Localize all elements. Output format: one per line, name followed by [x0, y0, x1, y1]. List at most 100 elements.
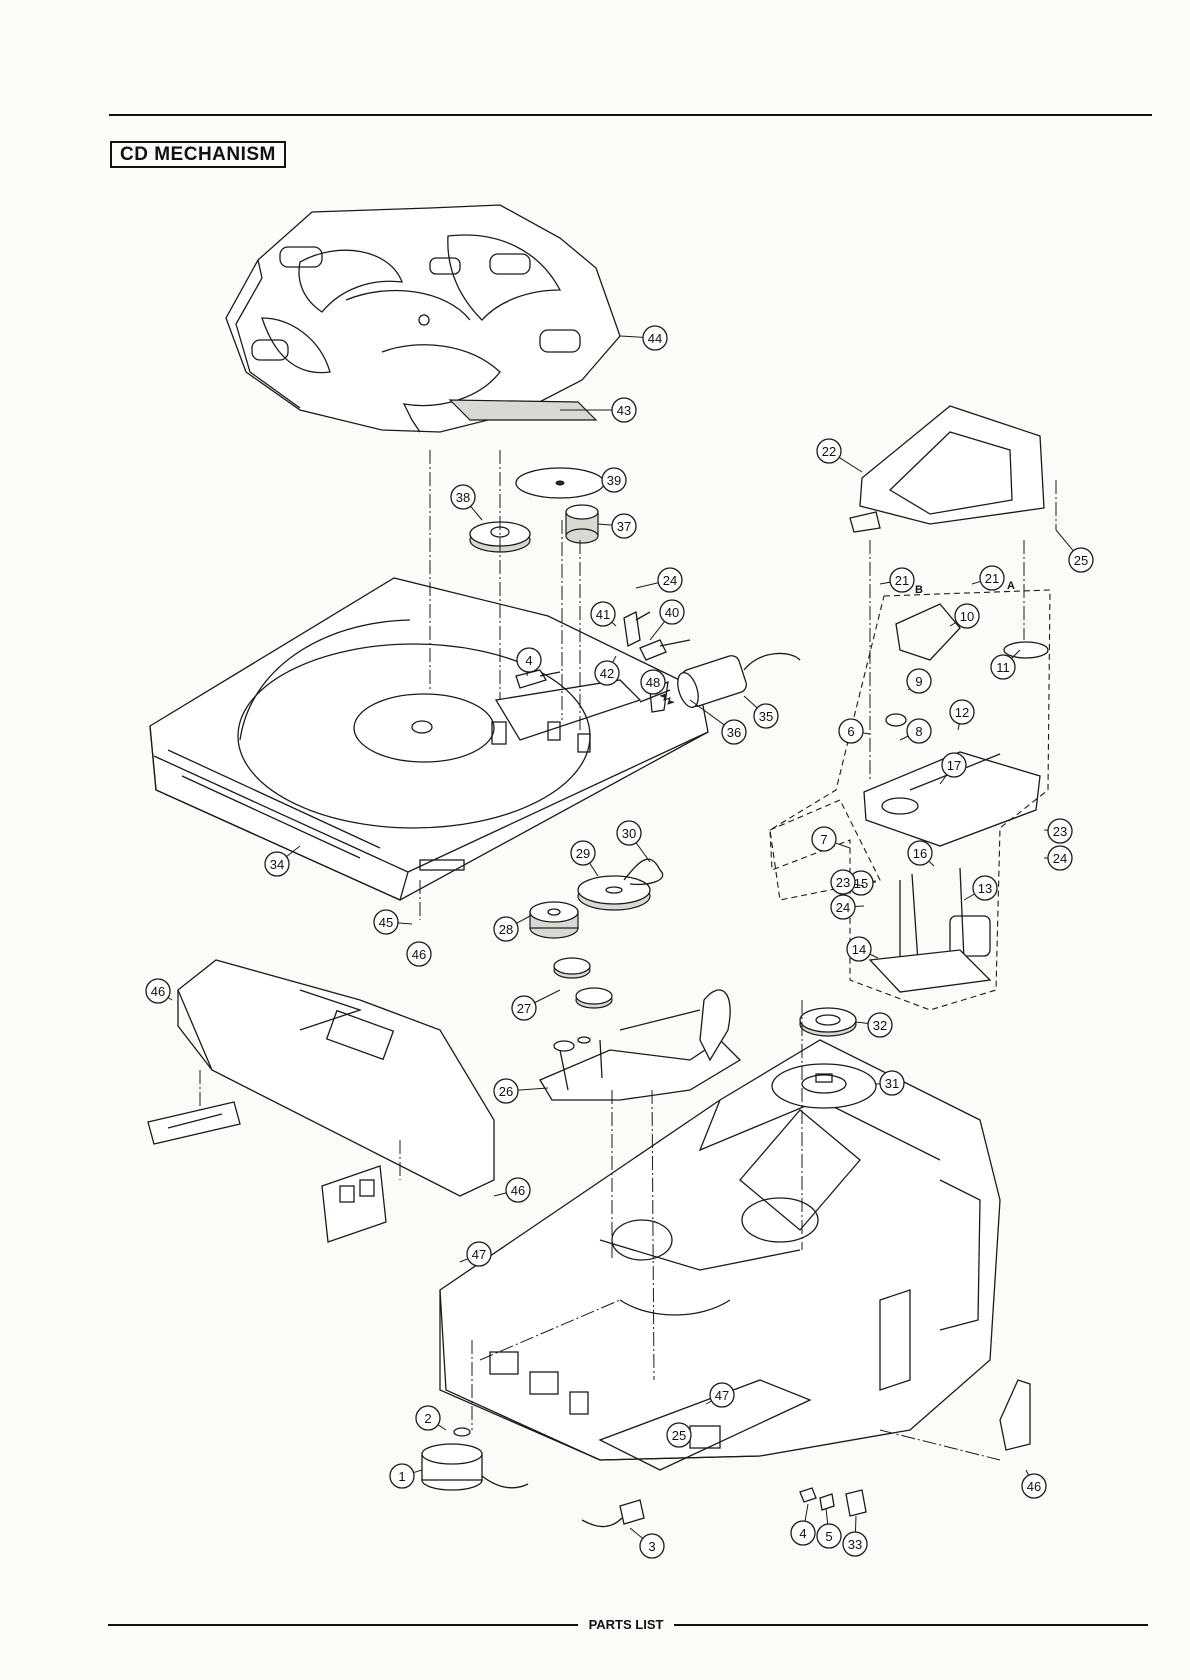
callout-number: 29 — [576, 846, 590, 861]
callout-leader — [494, 1193, 506, 1196]
callout: 11 — [991, 650, 1020, 679]
gear-part — [554, 958, 612, 1008]
callout: 23 — [1044, 819, 1072, 843]
callout: 12 — [950, 700, 974, 730]
callout-number: 46 — [1027, 1479, 1041, 1494]
callout-number: 46 — [151, 984, 165, 999]
callout-leader — [517, 916, 530, 923]
callout-number: 31 — [885, 1076, 899, 1091]
gear-base-part — [540, 990, 740, 1100]
bracket-part — [1000, 1380, 1030, 1450]
callout-leader — [590, 863, 598, 876]
callout-leader — [950, 622, 957, 626]
callout-number: 44 — [648, 331, 662, 346]
callout-number: 47 — [715, 1388, 729, 1403]
callout-leader — [880, 582, 890, 584]
callout-number: 2 — [424, 1411, 431, 1426]
callout-leader — [471, 506, 482, 520]
pickup-base-part — [864, 604, 1048, 846]
callout: 25 — [1056, 530, 1093, 572]
sled-motor-part — [870, 868, 990, 992]
callout-number: 4 — [525, 653, 532, 668]
turntable-sheet-part — [516, 468, 604, 498]
callout-number: 24 — [663, 573, 677, 588]
footer-rule-left — [108, 1624, 578, 1626]
callout-number: 30 — [622, 826, 636, 841]
callout: 6 — [839, 719, 870, 743]
callout: 22 — [817, 439, 862, 472]
callout: 46 — [1022, 1470, 1046, 1498]
callout-number: 7 — [820, 832, 827, 847]
callout: 37 — [598, 514, 636, 538]
callout: 46 — [146, 979, 172, 1003]
callout: 9 — [907, 669, 931, 693]
callout-leader — [964, 894, 975, 900]
callout-number: 34 — [270, 857, 284, 872]
callout-leader — [900, 736, 908, 740]
callout-leader — [630, 1528, 643, 1538]
callout: 2 — [416, 1406, 446, 1430]
callout: 1 — [390, 1464, 422, 1488]
callout-number: 11 — [996, 660, 1010, 675]
pulley-part — [578, 876, 650, 910]
callout-number: 5 — [825, 1529, 832, 1544]
callout-leader — [958, 724, 959, 730]
callout: 33 — [843, 1516, 867, 1556]
callout-leader — [744, 696, 757, 708]
callout-number: 12 — [955, 705, 969, 720]
callout-number: 21 — [985, 571, 999, 586]
callout: 10 — [950, 604, 979, 628]
callout-leader — [870, 954, 878, 958]
callout: 27 — [512, 990, 560, 1020]
callout: 7 — [812, 827, 850, 851]
callout-number: 10 — [960, 609, 974, 624]
callout-leader — [168, 997, 172, 1000]
callout: 34 — [265, 846, 300, 876]
callout-leader — [636, 843, 650, 862]
clamp-part — [800, 1488, 816, 1502]
pickup-frame-part — [850, 406, 1044, 532]
spindle-motor-part — [422, 1428, 528, 1490]
callout-leader — [835, 843, 850, 848]
callout: 28 — [494, 916, 530, 941]
callout-leader — [413, 1470, 422, 1473]
callout: 40 — [650, 600, 684, 640]
callout-number: 23 — [1053, 824, 1067, 839]
callout-number: 23 — [836, 875, 850, 890]
switch-part — [846, 1490, 866, 1516]
callout: 32 — [856, 1013, 892, 1037]
footer: PARTS LIST — [108, 1615, 1148, 1635]
callout-number: 24 — [836, 900, 850, 915]
callout: 13 — [964, 876, 997, 900]
callout-leader — [826, 1508, 828, 1524]
callout-number: 43 — [617, 403, 631, 418]
screw-part — [820, 1494, 834, 1510]
callout-number: 28 — [499, 922, 513, 937]
callout-number: 13 — [978, 881, 992, 896]
callout-number: 48 — [646, 675, 660, 690]
callout: 25 — [667, 1423, 691, 1447]
callout-number: 8 — [915, 724, 922, 739]
callout: 26 — [494, 1079, 548, 1103]
callout-leader — [929, 861, 934, 866]
callout: 45 — [374, 910, 412, 934]
callout-leader — [535, 990, 560, 1003]
gear-part — [530, 902, 578, 938]
callout: 24 — [636, 568, 682, 592]
callout-number: 3 — [648, 1539, 655, 1554]
loading-tray-part — [150, 578, 708, 900]
callout-number: 21 — [895, 573, 909, 588]
callout-leader — [598, 524, 612, 525]
callout-leader — [650, 621, 665, 640]
callout: 30 — [617, 821, 650, 862]
callout-leader — [518, 1088, 548, 1090]
callout: 35 — [744, 696, 778, 728]
callout-leader — [855, 1516, 856, 1532]
sub-label-a: A — [1007, 580, 1015, 592]
callout: 41 — [591, 602, 616, 626]
callout-number: 24 — [1053, 851, 1067, 866]
callout: 4 — [791, 1504, 815, 1545]
callout-leader — [1026, 1470, 1029, 1475]
callout: 38 — [451, 485, 482, 520]
callout-number: 38 — [456, 490, 470, 505]
